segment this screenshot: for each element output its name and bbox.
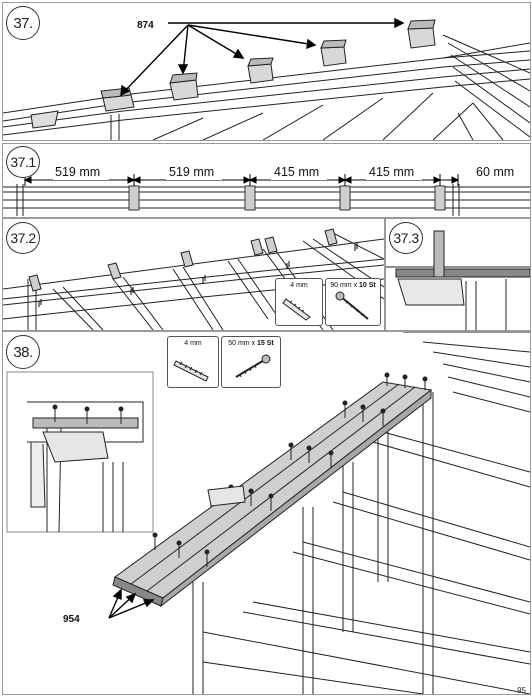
screw-size: 50 mm x [228, 340, 258, 347]
screw-icon [235, 354, 271, 378]
panel-step-37-2: 37.2 4 mm 90 mm x 10 St [2, 218, 385, 331]
wall-plug-icon [282, 298, 311, 321]
bracket-spacing-illustration [3, 166, 530, 216]
screw-quantity: 15 St [257, 340, 274, 347]
panel-step-38: 38. 4 mm 50 mm x 15 St 954 [2, 331, 531, 695]
screw-icon [335, 291, 369, 320]
hardware-box-dowel: 4 mm [167, 336, 219, 388]
step-number: 37. [6, 6, 40, 40]
part-label: 954 [63, 614, 80, 625]
screw-spec: 50 mm x 15 St [222, 340, 280, 347]
screw-size: 90 mm x [330, 282, 360, 289]
step-number: 37.2 [6, 222, 40, 254]
roof-eave-illustration [3, 17, 530, 140]
dowel-size: 4 mm [184, 340, 202, 347]
hardware-box-screw: 50 mm x 15 St [221, 336, 281, 388]
panel-step-37: 37. 874 [2, 2, 531, 141]
wall-plug-icon [173, 360, 209, 382]
dimension-label: 519 mm [55, 165, 101, 179]
step-number: 38. [6, 335, 40, 369]
dimension-label: 60 mm [476, 165, 515, 179]
panel-step-37-1: 37.1 519 mm 519 mm 415 mm 415 mm 60 mm [2, 143, 531, 218]
dimension-label: 519 mm [169, 165, 215, 179]
screw-quantity: 10 St [359, 282, 376, 289]
step-number: 37.3 [389, 222, 423, 254]
bracket-detail-illustration [386, 230, 530, 330]
dowel-size: 4 mm [290, 282, 308, 289]
roof-board-mounting-illustration [6, 332, 530, 694]
page-number: 95 [517, 686, 526, 695]
panel-step-37-3: 37.3 [385, 218, 531, 331]
hardware-box-dowel: 4 mm [275, 278, 323, 326]
dimension-label: 415 mm [274, 165, 320, 179]
step-number: 37.1 [6, 146, 40, 178]
screw-spec: 90 mm x 10 St [326, 282, 380, 289]
dimension-label: 415 mm [369, 165, 415, 179]
hardware-box-screw: 90 mm x 10 St [325, 278, 381, 326]
part-label: 874 [137, 20, 154, 31]
